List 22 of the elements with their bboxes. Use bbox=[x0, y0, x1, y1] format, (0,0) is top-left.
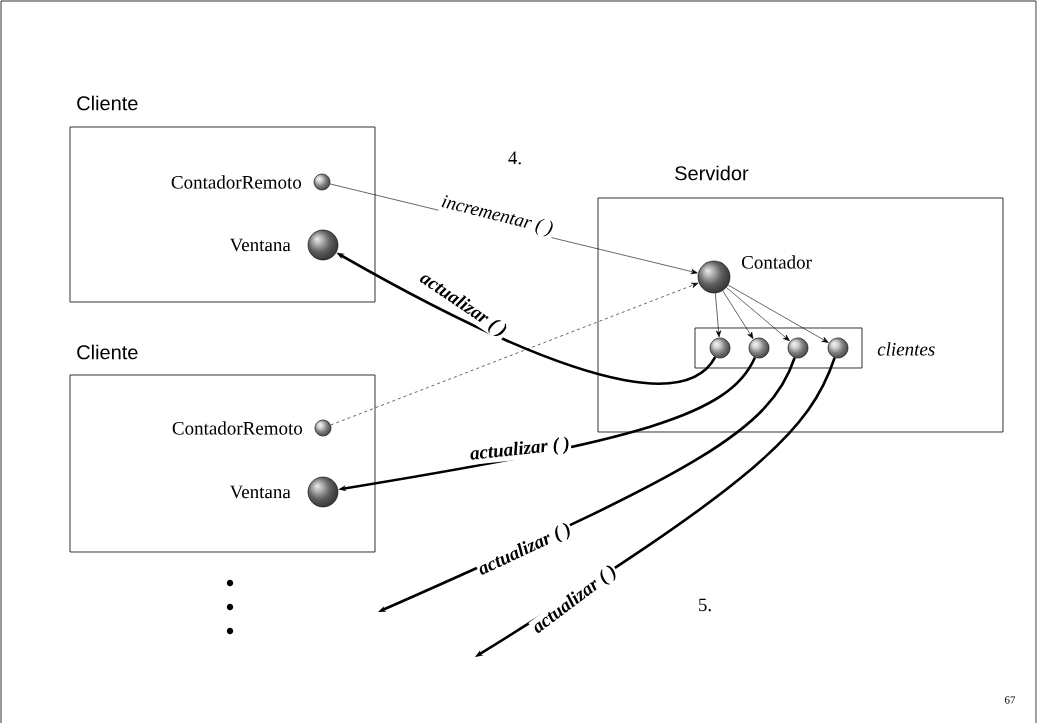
node-label: Ventana bbox=[229, 485, 291, 499]
box-heading: Servidor bbox=[675, 165, 749, 181]
sphere bbox=[709, 337, 731, 359]
step-number: 4. bbox=[508, 151, 521, 165]
sphere bbox=[827, 337, 849, 359]
box-heading: Cliente bbox=[77, 95, 138, 111]
node-label: ContadorRemoto bbox=[171, 175, 302, 189]
node-label: clientes bbox=[877, 342, 935, 356]
node-label: ContadorRemoto bbox=[172, 421, 303, 435]
sphere bbox=[748, 337, 770, 359]
step-number: 5. bbox=[699, 598, 711, 612]
page-number: 67 bbox=[1004, 696, 1016, 704]
arrow bbox=[722, 290, 754, 339]
arrow bbox=[715, 292, 722, 338]
node-label: Ventana bbox=[229, 238, 291, 252]
edge-label: actualizar ( ) bbox=[468, 435, 572, 465]
sphere bbox=[787, 337, 809, 359]
node-label: Contador bbox=[742, 255, 812, 269]
arrow bbox=[727, 284, 829, 343]
arrow bbox=[726, 287, 790, 342]
arrow bbox=[330, 282, 699, 426]
box-heading: Cliente bbox=[77, 344, 138, 360]
